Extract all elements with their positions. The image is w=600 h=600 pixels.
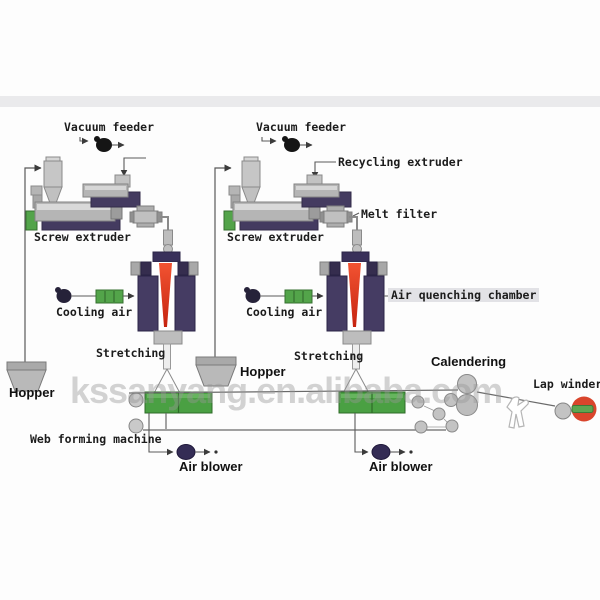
label-melt-filter: Melt filter [361, 207, 438, 221]
cutter-outline [506, 396, 529, 429]
label-hopper-left: Hopper [9, 385, 55, 400]
label-cooling-air-left: Cooling air [56, 305, 133, 319]
label-recycling-extruder: Recycling extruder [338, 155, 463, 169]
melt-filter-left [129, 205, 163, 228]
guide-roller-upper-left [128, 392, 144, 408]
feed-line-right [214, 164, 232, 357]
guide-roller-lower-left [128, 418, 144, 434]
label-lap-winder: Lap winder [533, 377, 600, 391]
label-stretching-right: Stretching [294, 349, 364, 363]
feed-line-left [24, 164, 42, 362]
suction-box-left [144, 391, 213, 414]
guide-roller-small-2 [444, 393, 458, 407]
cooling-air-fan-right [244, 287, 324, 304]
label-hopper-right: Hopper [240, 364, 286, 379]
recycling-extruder-right [293, 161, 352, 208]
guide-roller-small-1 [411, 395, 425, 409]
cooling-air-duct-left [95, 289, 124, 304]
hopper-left [6, 361, 47, 392]
material-feeder-left [30, 156, 63, 209]
calender-section [411, 374, 478, 434]
air-blower-right-fan [371, 444, 391, 460]
vacuum-feeder-pump-right [261, 136, 313, 152]
label-air-quenching-chamber: Air quenching chamber [388, 288, 540, 302]
lap-winder [554, 396, 597, 422]
quench-chamber-left [130, 251, 199, 396]
spinneret-pipe-right [349, 216, 362, 254]
label-stretching-left: Stretching [96, 346, 166, 360]
vacuum-feeder-pump-left [79, 136, 125, 152]
calender-roll-top [457, 374, 477, 394]
filament-curtain-left [159, 263, 172, 327]
screw-extruder-right [223, 201, 321, 231]
quench-chamber-right [319, 251, 390, 396]
cooling-air-fan-left [55, 287, 135, 304]
hopper-right [195, 356, 237, 387]
spinneret-pipe-left [160, 216, 173, 254]
calender-roll-bottom [456, 394, 478, 416]
guide-roller-small-3 [432, 407, 446, 421]
air-blower-right-assembly [354, 413, 413, 460]
material-feeder-right [228, 156, 261, 209]
air-blower-left-fan [176, 444, 196, 460]
air-blower-left-assembly [148, 413, 218, 460]
lap-winder-core [571, 405, 594, 413]
label-screw-extruder-left: Screw extruder [34, 230, 131, 244]
filament-curtain-right [348, 263, 361, 327]
label-vacuum-feeder-right: Vacuum feeder [256, 120, 347, 134]
recycling-extruder-left [82, 157, 146, 208]
suction-box-right [338, 391, 406, 414]
label-screw-extruder-right: Screw extruder [227, 230, 324, 244]
guide-roller-small-5 [414, 420, 428, 434]
label-cooling-air-right: Cooling air [246, 305, 323, 319]
label-air-blower-right: Air blower [369, 459, 433, 474]
lap-winder-guide-roll [554, 402, 572, 420]
label-vacuum-feeder-left: Vacuum feeder [64, 120, 155, 134]
label-calendering: Calendering [431, 354, 507, 369]
label-air-blower-left: Air blower [179, 459, 243, 474]
guide-roller-small-4 [445, 419, 459, 433]
label-web-forming-machine: Web forming machine [30, 432, 162, 446]
photo-top-edge [0, 96, 600, 107]
cooling-air-duct-right [284, 289, 313, 304]
melt-filter-right [319, 205, 360, 228]
